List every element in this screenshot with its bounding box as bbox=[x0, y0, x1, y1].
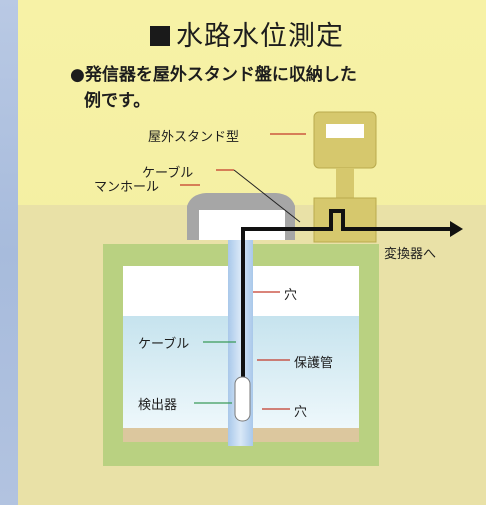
page-title: 水路水位測定 bbox=[150, 14, 344, 53]
description-line2: 例です。 bbox=[84, 91, 151, 111]
stand-top-box bbox=[313, 111, 377, 169]
title-text: 水路水位測定 bbox=[176, 21, 344, 52]
label-hole-top: 穴 bbox=[284, 288, 298, 303]
label-detector: 検出器 bbox=[138, 398, 178, 413]
description-line1: 発信器を屋外スタンド盤に収納した bbox=[84, 65, 357, 85]
label-to-converter: 変換器へ bbox=[384, 247, 437, 262]
cable-line bbox=[241, 209, 452, 380]
label-hole-bottom: 穴 bbox=[294, 405, 308, 420]
stand-neck bbox=[336, 168, 354, 198]
label-cable-top: ケーブル bbox=[142, 166, 194, 181]
description: ●発信器を屋外スタンド盤に収納した 例です。 bbox=[70, 62, 357, 114]
stand-display-window bbox=[326, 124, 364, 138]
cable-arrow-icon bbox=[450, 221, 463, 237]
left-water-strip bbox=[0, 0, 18, 505]
leader-cable-top-b bbox=[233, 169, 301, 223]
label-outdoor-stand: 屋外スタンド型 bbox=[148, 130, 240, 145]
label-manhole: マンホール bbox=[94, 180, 160, 195]
bullet-icon: ● bbox=[70, 65, 85, 85]
detector-body bbox=[234, 376, 251, 422]
label-protective-pipe: 保護管 bbox=[294, 356, 334, 371]
label-cable-inner: ケーブル bbox=[138, 337, 190, 352]
title-square-icon bbox=[150, 26, 170, 46]
